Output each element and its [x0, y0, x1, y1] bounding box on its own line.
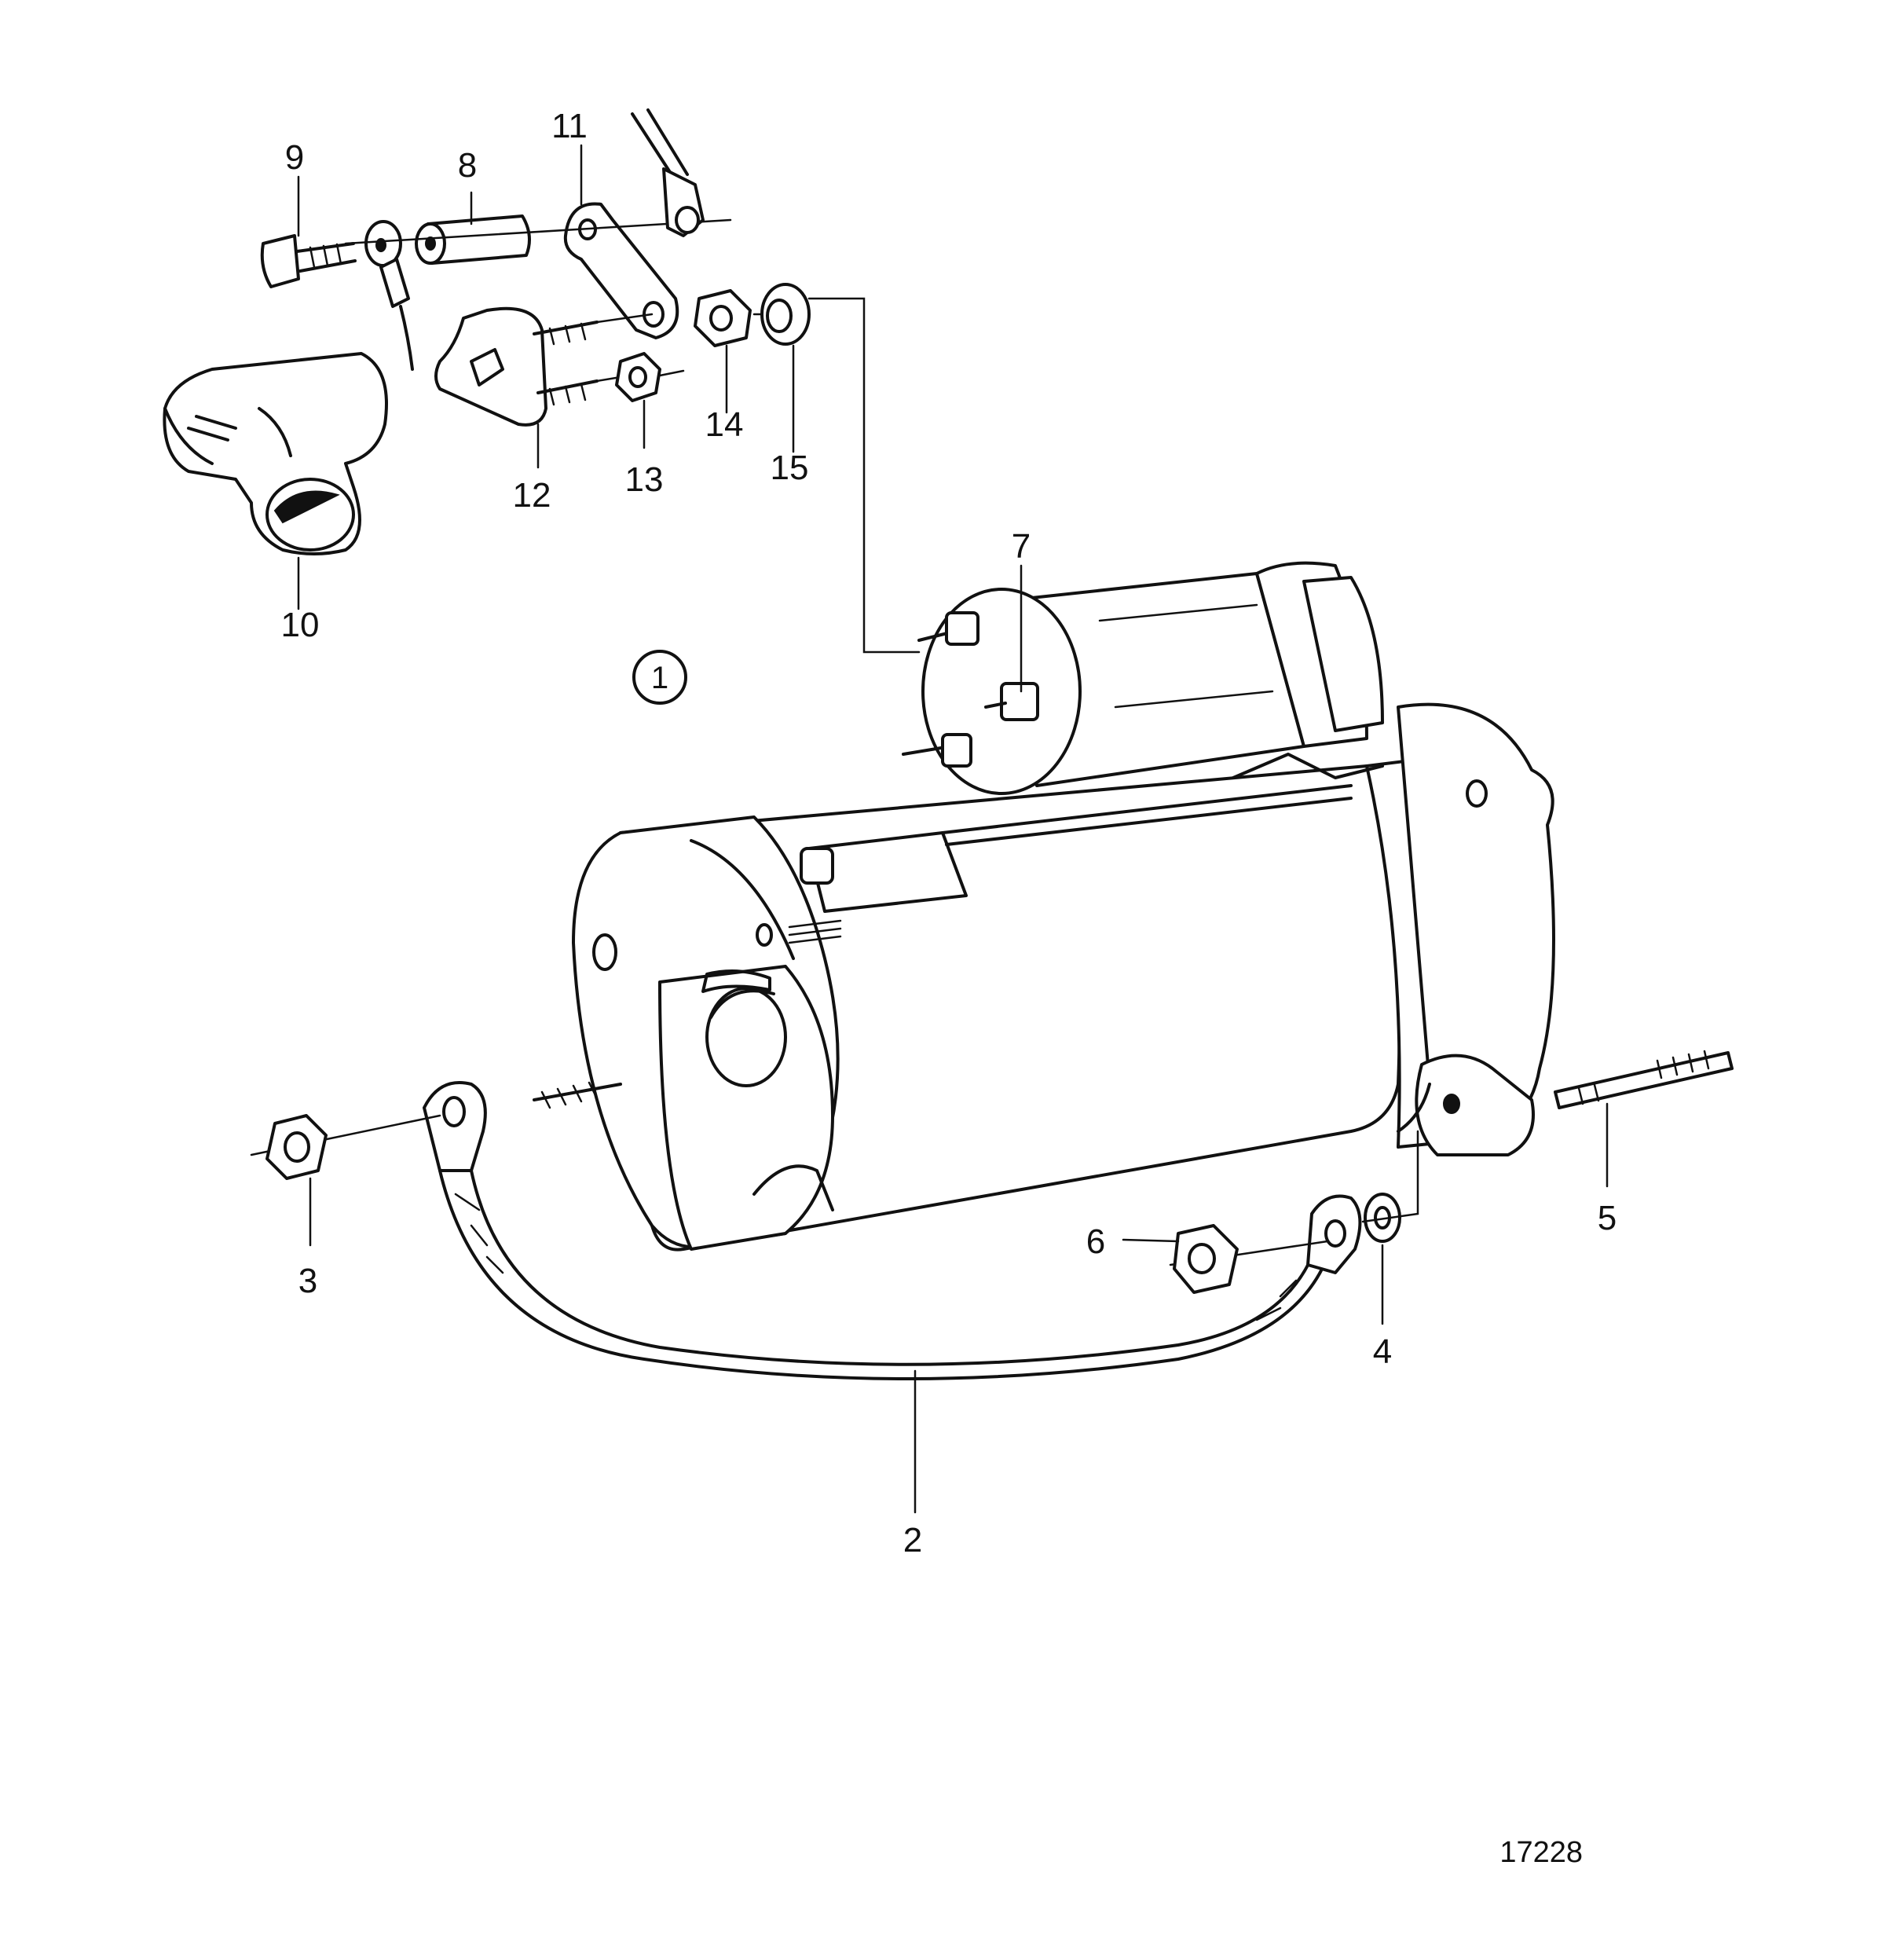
leader-lines — [297, 144, 1609, 1514]
nut-3 — [250, 1114, 441, 1180]
nut-14 — [694, 289, 752, 347]
rubber-boot-10 — [163, 352, 388, 555]
figure-number: 17228 — [1499, 1836, 1583, 1869]
callout-15: 15 — [771, 449, 809, 487]
nut-6 — [1169, 1224, 1329, 1294]
svg-text:1: 1 — [651, 661, 668, 695]
callout-3: 3 — [298, 1262, 317, 1300]
solenoid — [902, 561, 1384, 795]
callout-9: 9 — [285, 138, 304, 177]
callout-2: 2 — [903, 1521, 922, 1559]
view-marker: 1 — [632, 650, 687, 705]
ring-terminal — [364, 220, 414, 371]
callout-7: 7 — [1012, 527, 1031, 566]
long-stud-5 — [1554, 1050, 1734, 1109]
starter-motor — [572, 702, 1555, 1252]
bolt-9 — [260, 234, 357, 288]
callout-10: 10 — [281, 606, 320, 644]
callout-14: 14 — [705, 405, 744, 444]
cable-lug — [631, 108, 705, 237]
callout-13: 13 — [625, 460, 664, 499]
washer-4 — [1361, 1130, 1419, 1243]
callout-5: 5 — [1598, 1199, 1617, 1237]
callout-4: 4 — [1373, 1332, 1392, 1371]
spacer-8 — [415, 214, 531, 265]
link-11 — [344, 202, 732, 339]
callout-11: 11 — [551, 107, 588, 145]
callout-12: 12 — [513, 476, 551, 515]
front-stud — [533, 1081, 622, 1109]
bracket-12 — [434, 306, 654, 427]
nut-13 — [615, 352, 685, 402]
callout-6: 6 — [1086, 1222, 1105, 1261]
ground-cable — [423, 1081, 1362, 1380]
callout-8: 8 — [458, 146, 477, 185]
cap-15 — [752, 283, 921, 654]
